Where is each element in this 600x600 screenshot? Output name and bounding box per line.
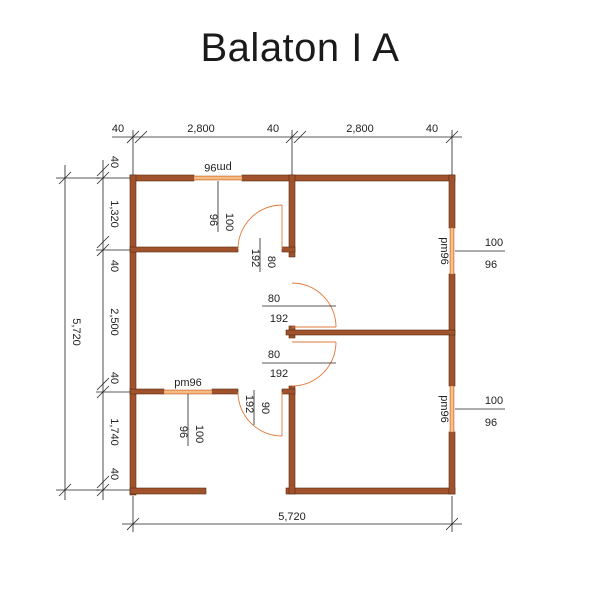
top-dim-label: 2,800	[346, 123, 374, 135]
door-height-label: 192	[243, 395, 255, 413]
wall-segment	[241, 174, 456, 182]
wall-segment	[129, 388, 165, 395]
dim-tick	[96, 377, 110, 391]
top-dim-label: 2,800	[187, 123, 215, 135]
window-name-label: pm96	[438, 395, 450, 423]
dim-tick	[96, 385, 110, 399]
dim-tick	[96, 483, 110, 497]
door-swing-arc	[237, 204, 283, 250]
top-dim-label: 40	[426, 123, 438, 135]
left-dim-label: 40	[108, 260, 120, 272]
dim-tick	[58, 171, 72, 185]
door-height-label: 192	[249, 249, 261, 267]
dim-tick	[96, 243, 110, 257]
left-dim-label: 1,740	[108, 418, 120, 446]
wall-segment	[285, 329, 456, 336]
dim-tick	[96, 475, 110, 489]
window-height-label: 96	[485, 417, 497, 429]
dim-tick	[445, 130, 459, 144]
wall-segment	[211, 388, 239, 395]
window-height-label: 100	[223, 213, 235, 231]
walls	[129, 174, 456, 496]
left-dim-label: 1,320	[108, 200, 120, 228]
window-width-label: 100	[485, 237, 503, 249]
wall-segment	[129, 246, 239, 253]
left-dim-label: 2,500	[108, 308, 120, 336]
top-dim-label: 40	[112, 123, 124, 135]
window-height-label: 96	[485, 259, 497, 271]
bottom-total-label: 5,720	[278, 511, 306, 523]
left-dim-label: 40	[108, 372, 120, 384]
wall-segment	[129, 174, 137, 496]
door-width-label: 90	[259, 402, 271, 414]
wall-segment	[281, 388, 296, 395]
wall-segment	[448, 431, 456, 495]
dimension-lines	[56, 130, 462, 532]
dim-tick	[58, 483, 72, 497]
window-name-label: pm96	[204, 161, 232, 173]
wall-segment	[448, 174, 456, 229]
left-dim-label: 40	[108, 156, 120, 168]
top-dim-label: 40	[267, 123, 279, 135]
dim-tick	[134, 130, 148, 144]
label-leaders	[187, 181, 505, 446]
left-total-label: 5,720	[70, 318, 82, 346]
plan-title: Balaton I A	[200, 26, 400, 70]
dim-tick	[285, 130, 299, 144]
door-width-label: 80	[268, 349, 280, 361]
door-swing-arc	[291, 341, 337, 387]
wall-segment	[288, 174, 296, 258]
dim-tick	[96, 171, 110, 185]
dim-tick	[293, 130, 307, 144]
window-name-label: pm96	[174, 377, 202, 389]
door-swing-arc	[237, 391, 283, 437]
wall-segment	[129, 174, 195, 182]
dim-tick	[96, 235, 110, 249]
dim-tick	[126, 517, 140, 531]
dim-tick	[96, 163, 110, 177]
wall-segment	[288, 385, 296, 495]
left-dim-label: 40	[108, 468, 120, 480]
wall-segment	[129, 487, 207, 495]
window-height-label: 100	[193, 425, 205, 443]
window-width-label: 96	[177, 426, 189, 438]
door-height-label: 192	[270, 368, 288, 380]
door-swing-arc	[291, 282, 337, 328]
window-width-label: 96	[207, 214, 219, 226]
door-height-label: 192	[270, 313, 288, 325]
door-width-label: 80	[268, 293, 280, 305]
dim-tick	[445, 517, 459, 531]
door-swings	[237, 204, 337, 437]
dim-tick	[126, 130, 140, 144]
wall-segment	[285, 487, 456, 495]
wall-segment	[281, 246, 296, 253]
window-name-label: pm96	[438, 237, 450, 265]
door-width-label: 80	[265, 256, 277, 268]
window-width-label: 100	[485, 395, 503, 407]
windows	[163, 175, 455, 433]
